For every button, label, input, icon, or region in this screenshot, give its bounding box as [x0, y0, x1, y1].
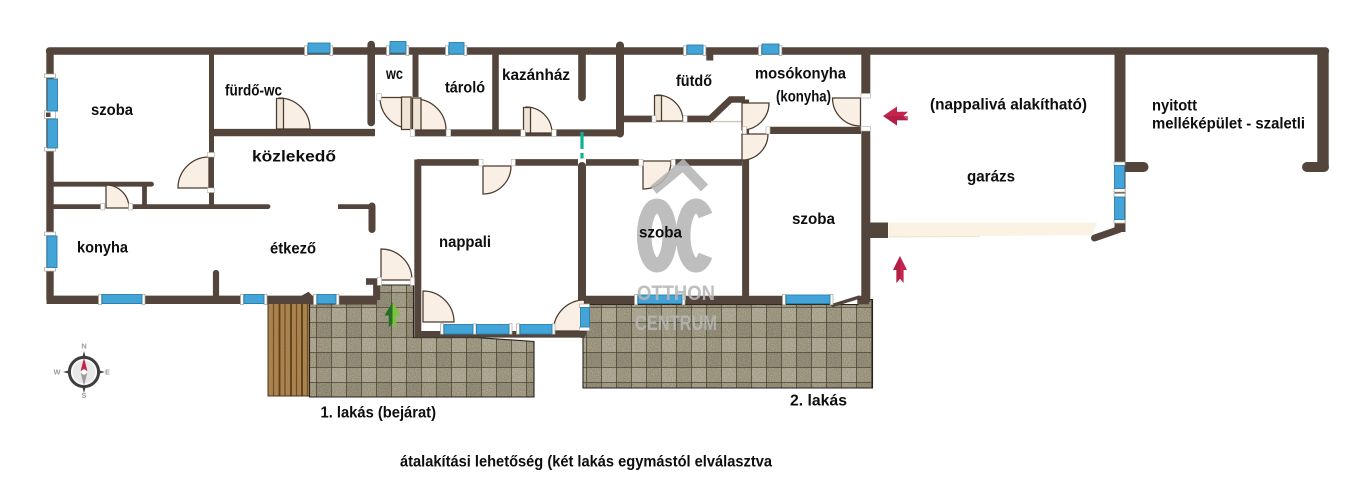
- svg-text:tároló: tároló: [445, 80, 485, 97]
- svg-text:1. lakás (bejárat): 1. lakás (bejárat): [321, 405, 437, 422]
- svg-text:szoba: szoba: [639, 225, 682, 242]
- svg-text:fütdő: fütdő: [676, 73, 712, 90]
- svg-text:2. lakás: 2. lakás: [790, 393, 847, 410]
- svg-text:konyha: konyha: [77, 240, 128, 257]
- svg-text:E: E: [105, 368, 110, 377]
- svg-text:OTTHON: OTTHON: [637, 282, 715, 305]
- svg-text:mosókonyha: mosókonyha: [755, 66, 846, 83]
- svg-text:közlekedő: közlekedő: [252, 149, 336, 166]
- svg-text:szoba: szoba: [91, 102, 133, 119]
- svg-text:szoba: szoba: [792, 211, 835, 228]
- svg-text:kazánház: kazánház: [502, 67, 570, 84]
- svg-text:N: N: [81, 342, 86, 351]
- svg-text:garázs: garázs: [967, 169, 1015, 186]
- svg-text:nappali: nappali: [439, 234, 491, 251]
- svg-text:melléképület - szaletli: melléképület - szaletli: [1152, 116, 1305, 133]
- svg-text:fürdő-wc: fürdő-wc: [225, 83, 282, 100]
- svg-text:étkező: étkező: [270, 241, 316, 258]
- svg-text:(nappalivá alakítható): (nappalivá alakítható): [930, 97, 1087, 114]
- svg-text:nyitott: nyitott: [1152, 98, 1197, 115]
- svg-text:wc: wc: [385, 66, 403, 83]
- svg-text:CENTRUM: CENTRUM: [635, 312, 717, 335]
- svg-text:(konyha): (konyha): [776, 89, 831, 106]
- svg-text:átalakítási lehetőség (két lak: átalakítási lehetőség (két lakás egymást…: [400, 454, 772, 471]
- svg-text:S: S: [82, 391, 87, 400]
- svg-text:W: W: [54, 368, 61, 377]
